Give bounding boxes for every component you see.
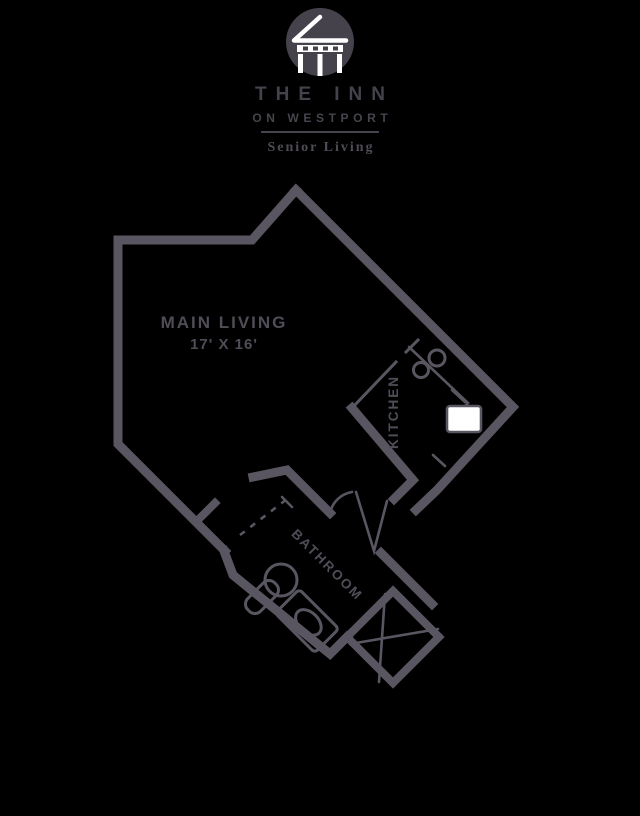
brand-header: THE INN ON WESTPORT Senior Living [0,0,640,156]
room-labels: MAIN LIVING 17' X 16' KITCHEN BATHROOM [161,313,401,604]
main-living-dimensions: 17' X 16' [190,336,258,353]
wall-door-stub [190,497,221,528]
wall-corridor-right [374,546,439,611]
main-living-label: MAIN LIVING [161,313,288,332]
bathroom-door-arc-icon [328,490,354,515]
wall-bathroom-top [247,465,337,520]
gazebo-roof [291,14,349,43]
railing-slot [303,46,308,51]
wall-outline-left [113,183,303,558]
gazebo-post [337,54,342,73]
kitchen-sink-icon [427,348,447,368]
railing-slot [313,46,318,51]
dash-tick [280,495,294,509]
gazebo-post [317,54,323,76]
wall-kitchen-lower [345,401,420,506]
logo [282,4,358,80]
brand-divider [261,131,379,133]
brand-subname: ON WESTPORT [252,111,393,125]
gazebo-railing [297,45,343,52]
wall-bathroom-bottom [218,545,354,661]
shower-x-icon [348,592,440,684]
walls [113,183,520,689]
wall-kitchen-partition-jamb [403,337,421,355]
toilet-tank-icon [244,579,280,615]
shower-enclosure [341,585,445,689]
railing-slot [333,46,338,51]
wall-outline-right [289,183,520,517]
fixtures [244,348,483,653]
railing-slot [323,46,328,51]
gazebo-icon [286,8,354,76]
kitchen-dash-2 [431,453,447,468]
kitchen-dash-1 [450,388,467,404]
door-swing-icon [354,490,389,556]
brand-tagline: Senior Living [267,140,375,155]
kitchen-label: KITCHEN [386,375,401,449]
wall-kitchen-partition [349,359,399,411]
kitchen-sink-icon [412,361,430,379]
gazebo-post [298,54,303,73]
refrigerator-icon [445,404,483,434]
vanity-sink-icon [275,589,339,653]
opening-dashed-line [239,497,288,537]
brand-name: THE INN [255,84,394,105]
